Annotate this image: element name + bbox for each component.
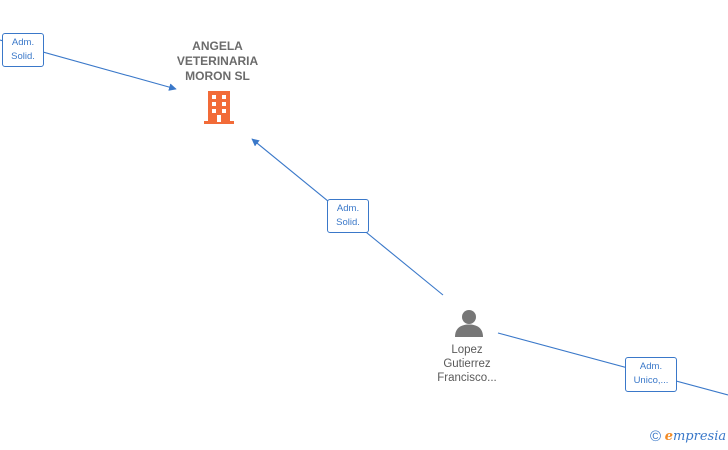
company-name[interactable]: ANGELA VETERINARIA MORON SL — [160, 39, 275, 84]
edge-label-line: Solid. — [336, 217, 360, 228]
edge-label-adm-unico[interactable]: Adm. Unico,... — [625, 357, 677, 392]
copyright-icon: © — [650, 428, 662, 445]
edge-label-line: Adm. — [639, 361, 663, 372]
person-name-line: Lopez — [451, 344, 483, 356]
brand-footer[interactable]: © empresia — [650, 428, 726, 445]
edge-label-adm-solid-middle[interactable]: Adm. Solid. — [327, 199, 369, 233]
person-name-line: Francisco... — [437, 372, 497, 384]
edge-label-line: Adm. — [11, 37, 35, 48]
company-name-line: VETERINARIA — [176, 54, 259, 68]
company-name-line: MORON SL — [185, 69, 250, 83]
edge-label-line: Unico,... — [633, 375, 669, 386]
building-icon[interactable] — [203, 89, 235, 125]
edge-person-to-external — [497, 332, 728, 396]
person-name-line: Gutierrez — [443, 358, 491, 370]
edge-label-adm-solid-top[interactable]: Adm. Solid. — [2, 33, 44, 67]
brand-logo-letter: e — [664, 429, 673, 444]
edge-label-line: Adm. — [336, 203, 360, 214]
person-icon[interactable] — [454, 308, 484, 338]
person-name[interactable]: Lopez Gutierrez Francisco... — [421, 343, 513, 385]
company-name-line: ANGELA — [192, 39, 243, 53]
brand-logo-text: mpresia — [672, 429, 727, 444]
edge-label-line: Solid. — [11, 51, 35, 62]
